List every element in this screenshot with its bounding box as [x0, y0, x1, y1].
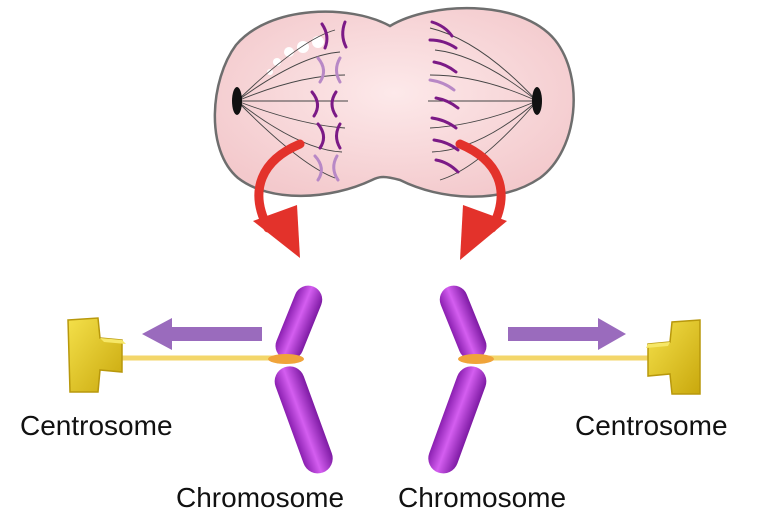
chromosomes-left-set: [310, 20, 348, 182]
movement-arrow-right: [508, 318, 626, 350]
centrosome-label-right: Centrosome: [575, 410, 728, 441]
centrosome-icon: [67, 317, 126, 393]
cell-membrane: [213, 6, 575, 198]
red-arrow-left: [253, 139, 305, 258]
chromosome-icon: [268, 285, 333, 474]
dividing-cell-icon: [213, 6, 575, 198]
movement-arrow-left: [142, 318, 262, 350]
centromere-ring-right: [458, 354, 494, 364]
chromosome-label-right: Chromosome: [398, 482, 567, 513]
centrosome-icon: [646, 319, 701, 395]
chromosomes-right-set: [428, 20, 460, 174]
centrosome-label-left: Centrosome: [20, 410, 173, 441]
chromosome-label-left: Chromosome: [176, 482, 345, 513]
red-arrow-right: [455, 139, 507, 260]
centromere-ring-left: [268, 354, 304, 364]
spindle-pole-left: [232, 87, 242, 115]
spindle-pole-right: [532, 87, 542, 115]
chromosome-icon: [428, 285, 494, 474]
